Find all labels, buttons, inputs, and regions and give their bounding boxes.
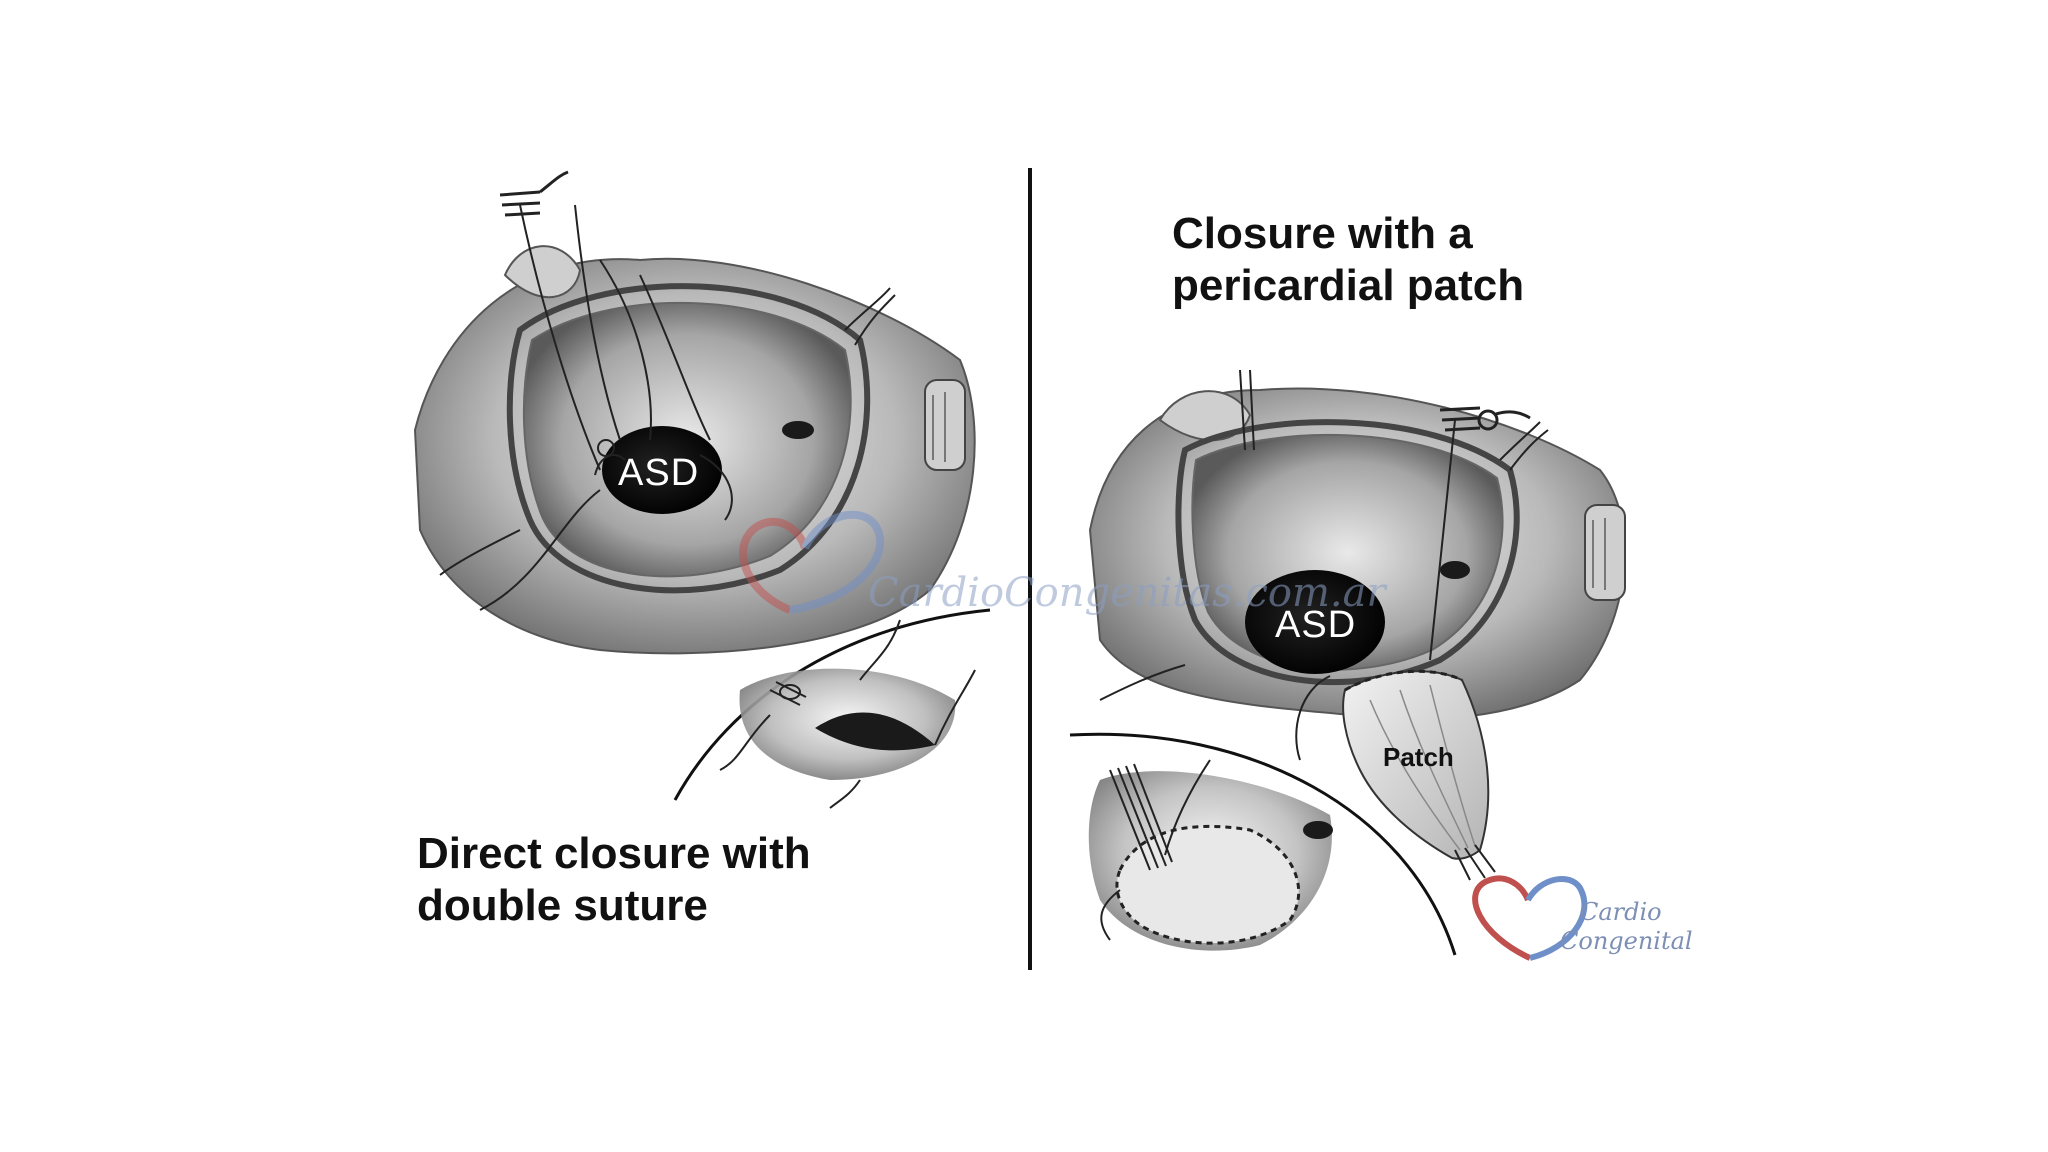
left-panel-caption: Direct closure with double suture (417, 828, 937, 932)
right-inset-border (1069, 732, 1457, 956)
brand-text-line1: Cardio (1580, 898, 1662, 926)
brand-text-line2: Congenital (1560, 927, 1693, 955)
left-inset-detail (719, 619, 976, 809)
right-caption-line2: pericardial patch (1172, 261, 1525, 310)
right-panel-caption: Closure with a pericardial patch (1172, 208, 1692, 312)
left-asd-label: ASD (618, 452, 700, 494)
patch-label: Patch (1383, 742, 1454, 772)
brand-heart-logo (1472, 875, 1588, 961)
right-asd-label: ASD (1275, 604, 1357, 646)
right-caption-line1: Closure with a (1172, 209, 1473, 258)
left-heart-illustration (413, 170, 976, 655)
right-inset-detail (1088, 759, 1333, 951)
right-heart-illustration (1088, 369, 1626, 881)
right-asd-defect (1245, 570, 1385, 674)
left-asd-defect (602, 426, 722, 514)
left-caption-line2: double suture (417, 881, 708, 930)
watermark-heart-center (739, 510, 885, 614)
watermark-text: CardioCongenitas.com.ar (868, 570, 1386, 616)
left-caption-line1: Direct closure with (417, 829, 811, 878)
